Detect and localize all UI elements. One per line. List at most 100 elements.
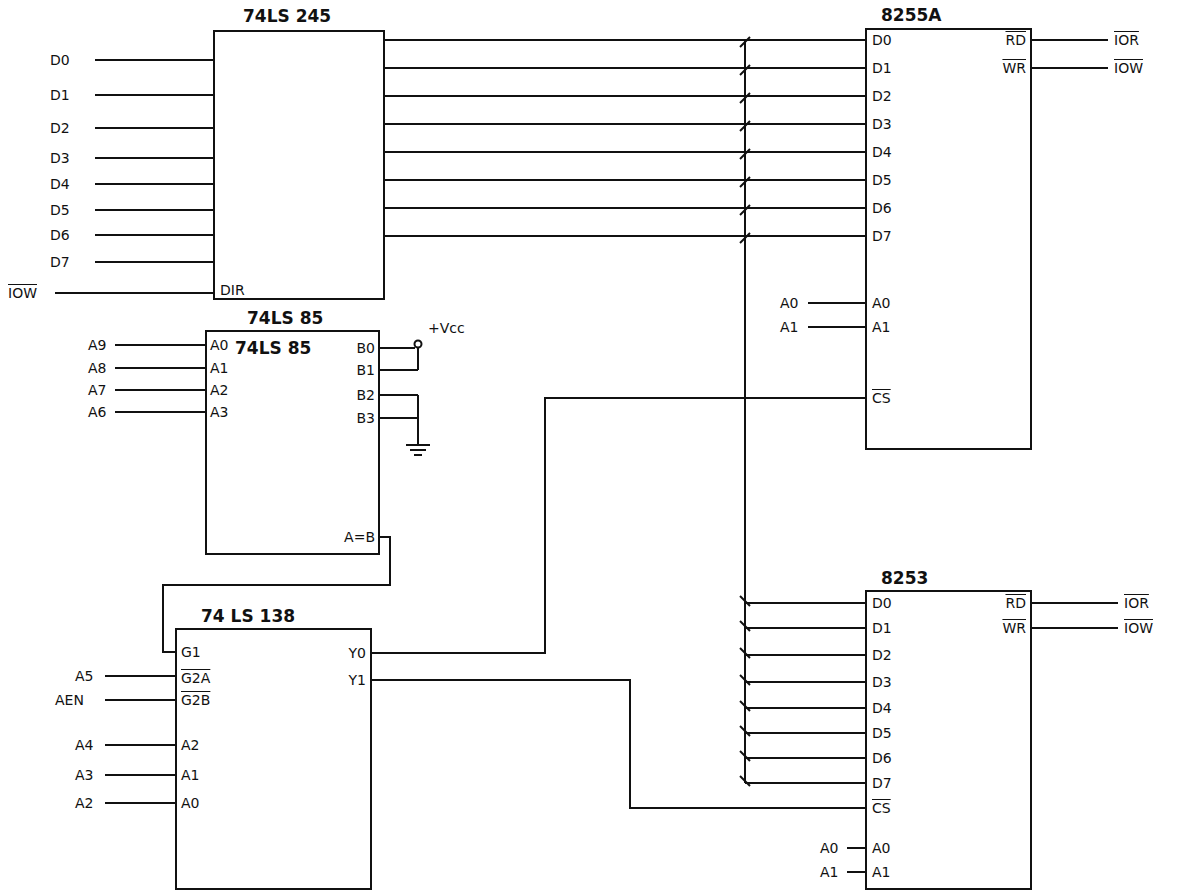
pin-label: A1 [210,360,228,376]
pin-label: G2B [181,692,210,708]
pin-label: A0 [181,795,199,811]
pin-label: A7 [88,382,106,398]
pin-label: B3 [356,410,375,426]
pin-label: A0 [872,295,890,311]
pin-label: D3 [872,116,892,132]
wire [745,681,865,683]
pin-label: D1 [50,87,70,103]
wire [740,65,750,75]
pin-label: D0 [872,32,892,48]
ic-chip: 74 LS 138 [175,628,372,890]
pin-label: D2 [872,647,892,663]
pin-label: A2 [75,795,93,811]
pin-label: A1 [872,864,890,880]
wire [745,654,865,656]
control-wires [1032,603,1118,628]
pin-label: D2 [872,88,892,104]
pin-label: D4 [872,700,892,716]
wire [740,149,750,159]
pin-label: D4 [872,144,892,160]
pin-label: A0 [780,295,798,311]
pin-label: AEN [55,692,84,708]
pin-label: WR [1002,620,1026,636]
pin-label: A2 [181,737,199,753]
pin-label: G1 [181,644,201,660]
pin-label: A8 [88,360,106,376]
pin-label: IOW [1114,60,1143,76]
pin-label: D5 [872,172,892,188]
ic-chip: 74LS 245 [213,30,385,300]
wire [745,757,865,759]
pin-label: A1 [181,767,199,783]
pin-label: A1 [780,319,798,335]
pin-label: D1 [872,620,892,636]
wire [745,782,865,784]
pin-label: A1 [872,319,890,335]
pin-label: RD [1005,595,1026,611]
pin-label: B0 [356,340,375,356]
wire [385,67,865,69]
wire [745,707,865,709]
pin-label: A3 [75,767,93,783]
wire [740,37,750,47]
pin-label: IOR [1114,32,1139,48]
wire [740,596,750,606]
connector [372,680,865,808]
wire [372,398,865,653]
chip-name: 74LS 245 [243,6,331,26]
wire [740,776,750,786]
pin-label: RD [1005,32,1026,48]
wire [740,648,750,658]
wire [385,207,865,209]
pin-label: D6 [50,227,70,243]
wire [372,680,865,808]
chip-name: 8255A [881,5,941,25]
pin-label: Y0 [349,645,366,661]
pin-label: G2A [181,670,210,686]
pin-label: A6 [88,404,106,420]
wire [385,179,865,181]
chip-name: 74LS 85 [247,308,323,328]
pin-label: B1 [356,362,375,378]
wire [740,177,750,187]
pin-label: WR [1002,60,1026,76]
connector [385,40,865,236]
pin-label: A5 [75,668,93,684]
pin-label: D7 [872,775,892,791]
pin-label: D7 [50,254,70,270]
vcc-terminal [415,341,422,348]
wire [740,205,750,215]
pin-label: A9 [88,337,106,353]
pin-label: IOR [1124,595,1149,611]
pin-label: CS [872,800,891,816]
pin-label: D2 [50,120,70,136]
chip-name: 74 LS 138 [201,606,295,626]
pin-label: DIR [220,282,245,298]
wire [740,726,750,736]
data-pin-wires [95,60,213,262]
wire [385,235,865,237]
pin-label: D5 [50,202,70,218]
pin-label: D1 [872,60,892,76]
pin-label: A4 [75,737,93,753]
vcc-wires [380,347,418,370]
wire [740,121,750,131]
control-wires [1032,40,1108,68]
address-wires [847,848,865,872]
pin-label: D7 [872,228,892,244]
pin-label: D3 [872,674,892,690]
wire [744,40,746,783]
pin-label: A0 [872,840,890,856]
pin-label: A3 [210,404,228,420]
pin-label: D3 [50,150,70,166]
wire [740,701,750,711]
pin-label: A=B [344,529,375,545]
wire [740,621,750,631]
address-wires [115,345,205,412]
pin-label: A0 [820,840,838,856]
pin-label: IOW [8,285,37,301]
pin-label: Y1 [349,672,366,688]
wire [740,751,750,761]
